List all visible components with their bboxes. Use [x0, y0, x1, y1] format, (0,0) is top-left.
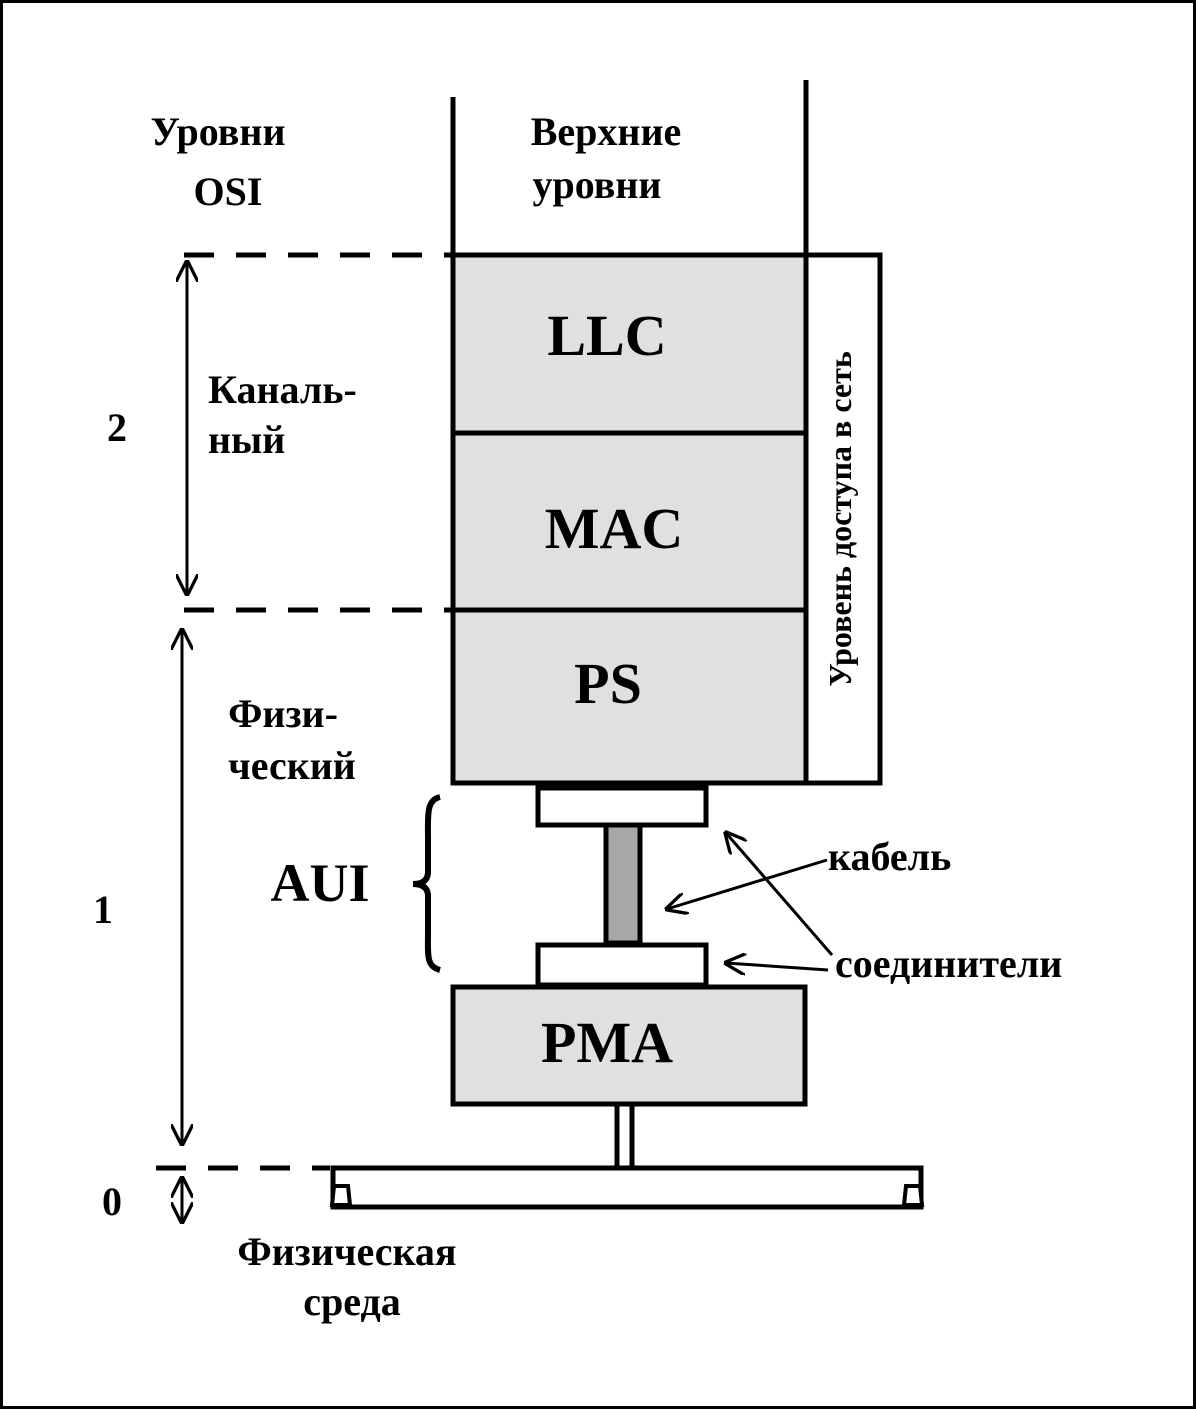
osi-levels-label: Уровни OSI — [150, 109, 295, 214]
data-link-line2: ный — [208, 417, 285, 462]
connector-lower-callout-arrow — [726, 963, 829, 970]
level-number-0: 0 — [102, 1179, 122, 1224]
ps-box — [450, 607, 809, 786]
cable-callout-label: кабель — [828, 834, 951, 879]
physical-line2: ческий — [228, 743, 356, 788]
medium-line1: Физическая — [237, 1229, 456, 1274]
level-number-2: 2 — [107, 405, 127, 450]
osi-levels-line2: OSI — [194, 169, 263, 214]
medium-terminator-right — [901, 1184, 925, 1207]
ps-label: PS — [574, 651, 642, 716]
physical-label: Физи- ческий — [228, 691, 356, 788]
aui-label: AUI — [270, 853, 369, 913]
pma-label: PMA — [541, 1010, 673, 1075]
level-number-1: 1 — [93, 887, 113, 932]
medium-line2: среда — [303, 1279, 400, 1324]
mac-label: MAC — [545, 496, 684, 561]
osi-levels-line1: Уровни — [150, 109, 285, 154]
upper-connector — [535, 785, 709, 828]
aui-cable — [603, 822, 643, 946]
medium-label: Физическая среда — [237, 1229, 466, 1324]
upper-levels-line1: Верхние — [531, 109, 682, 154]
pma-box — [450, 984, 808, 1107]
mac-box — [450, 430, 809, 613]
data-link-label: Каналь- ный — [208, 367, 367, 462]
data-link-line1: Каналь- — [208, 367, 357, 412]
upper-levels-line2: уровни — [533, 162, 662, 207]
access-level-label: Уровень доступа в сеть — [822, 351, 858, 687]
physical-line1: Физи- — [228, 691, 338, 736]
llc-box — [450, 252, 809, 436]
upper-levels-label: Верхние уровни — [531, 109, 692, 207]
access-level-strip — [803, 252, 883, 786]
physical-medium-bar — [330, 1165, 924, 1210]
cable-callout-arrow — [667, 858, 828, 909]
lower-connector — [535, 942, 709, 988]
llc-label: LLC — [547, 303, 666, 368]
aui-brace — [412, 794, 442, 973]
connectors-callout-label: соединители — [835, 941, 1062, 986]
medium-terminator-left — [329, 1184, 353, 1207]
connector-upper-callout-arrow — [726, 833, 834, 956]
